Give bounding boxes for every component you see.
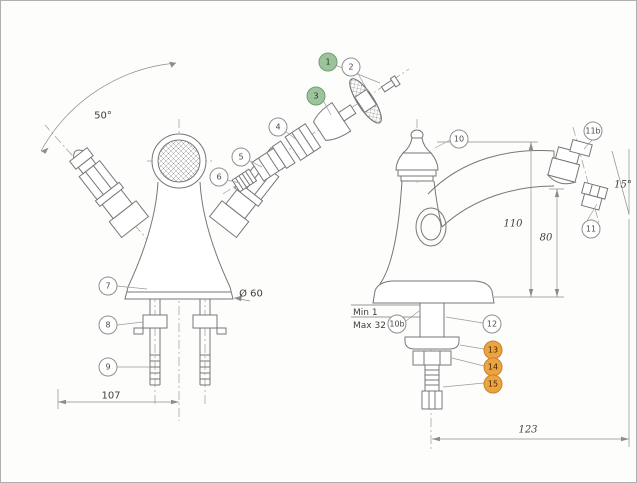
- dimension-arrows: [41, 61, 629, 442]
- dimension-height-80: 80: [539, 232, 553, 244]
- callout-12: 12: [482, 314, 502, 334]
- callout-5: 5: [231, 147, 251, 167]
- dimension-angle-15: 15°: [614, 179, 632, 191]
- dimension-width-107: 107: [101, 390, 121, 402]
- front-view-faucet: [124, 133, 234, 300]
- dimension-deck-max: Max 32: [353, 321, 386, 331]
- callout-6: 6: [209, 167, 229, 187]
- mounting-shanks: [133, 299, 227, 386]
- exploded-handle-parts: [231, 75, 401, 193]
- dimension-width-123: 123: [518, 424, 538, 436]
- callout-10b: 10b: [387, 314, 407, 334]
- callout-11: 11: [581, 219, 601, 239]
- callout-11b: 11b: [583, 121, 603, 141]
- callout-3: 3: [306, 86, 326, 106]
- dimension-lines: [40, 62, 630, 447]
- callout-4: 4: [268, 117, 288, 137]
- left-handle: [68, 147, 150, 239]
- callout-9: 9: [98, 357, 118, 377]
- callout-10: 10: [449, 129, 469, 149]
- shank-fittings: [404, 302, 460, 410]
- dimension-dia-60: Ø 60: [239, 288, 263, 300]
- callout-8: 8: [98, 315, 118, 335]
- dimension-height-110: 110: [503, 218, 523, 230]
- nozzle-ring-exploded: [569, 139, 593, 157]
- dimension-deck-min: Min 1: [353, 308, 378, 318]
- dimension-angle-50: 50°: [94, 110, 112, 122]
- callout-7: 7: [98, 276, 118, 296]
- callout-1: 1: [318, 52, 338, 72]
- side-view-faucet: [351, 129, 609, 410]
- callout-15: 15: [483, 374, 503, 394]
- dome-handle: [395, 129, 439, 182]
- nozzle-insert-exploded: [580, 181, 609, 211]
- callout-2: 2: [341, 57, 361, 77]
